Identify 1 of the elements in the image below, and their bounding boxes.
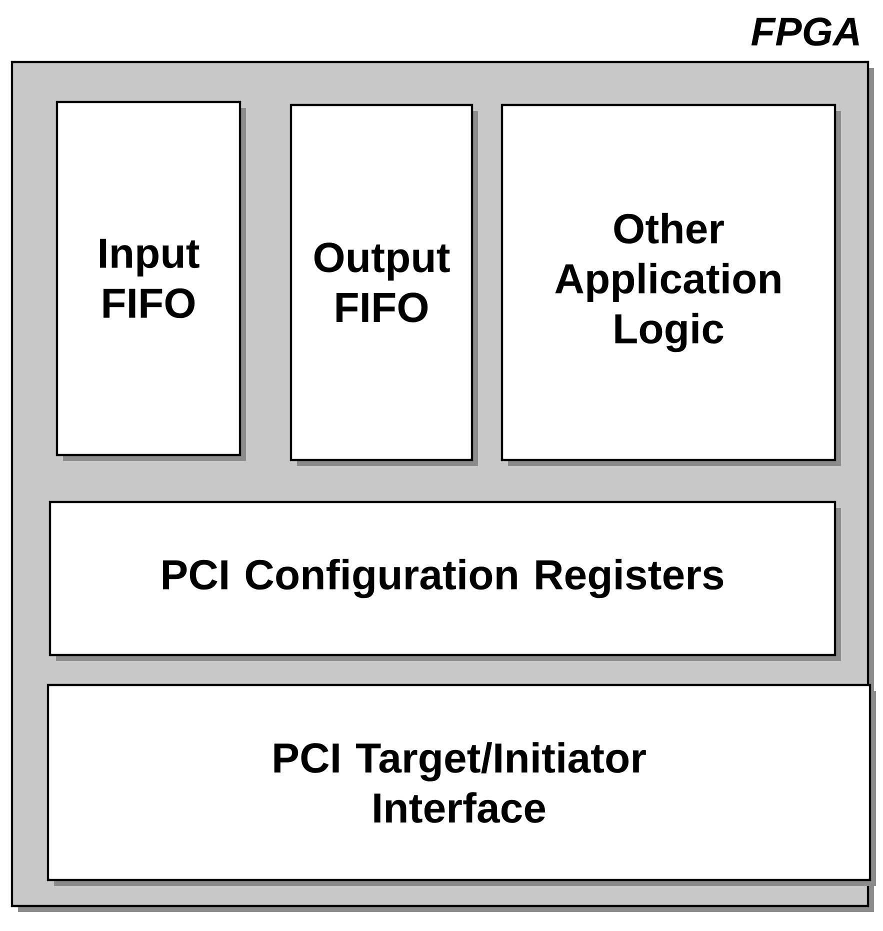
chip-label: FPGA <box>751 17 859 46</box>
